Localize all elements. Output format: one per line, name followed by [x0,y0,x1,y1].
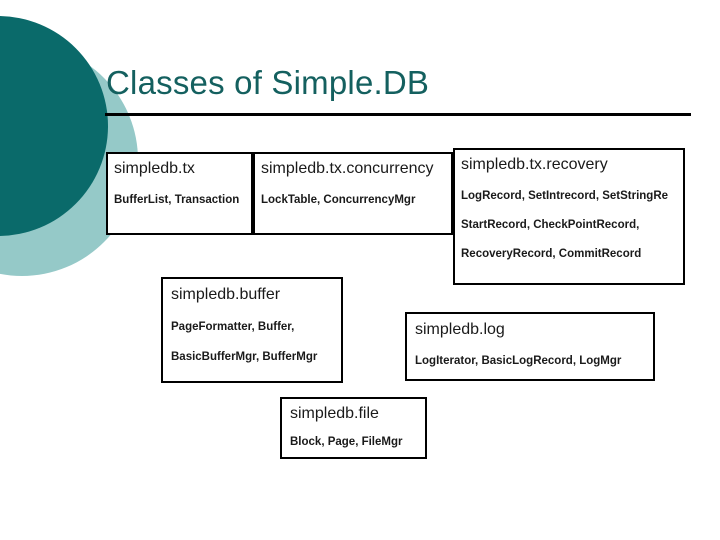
package-name-file: simpledb.file [290,405,379,422]
package-classes-recovery-line-1: StartRecord, CheckPointRecord, [461,219,640,231]
package-box-simpledb-buffer: simpledb.buffer PageFormatter, Buffer, B… [161,277,343,383]
package-name-tx: simpledb.tx [114,160,195,177]
package-name-concurrency: simpledb.tx.concurrency [261,160,434,177]
package-box-simpledb-file: simpledb.file Block, Page, FileMgr [280,397,427,459]
package-box-simpledb-tx-recovery: simpledb.tx.recovery LogRecord, SetIntre… [453,148,685,285]
package-name-buffer: simpledb.buffer [171,286,281,303]
package-box-simpledb-log: simpledb.log LogIterator, BasicLogRecord… [405,312,655,381]
package-name-recovery: simpledb.tx.recovery [461,156,608,173]
package-classes-recovery-line-2: RecoveryRecord, CommitRecord [461,248,642,260]
package-classes-file-line-0: Block, Page, FileMgr [290,436,403,448]
package-classes-tx-line-0: BufferList, Transaction [114,194,240,206]
package-classes-log-line-0: LogIterator, BasicLogRecord, LogMgr [415,355,622,367]
package-classes-buffer-line-0: PageFormatter, Buffer, [171,321,295,333]
title-underline-rule [105,113,691,116]
page-title: Classes of Simple.DB [106,64,430,101]
package-classes-concurrency-line-0: LockTable, ConcurrencyMgr [261,194,416,206]
package-box-simpledb-tx-concurrency: simpledb.tx.concurrency LockTable, Concu… [253,152,453,235]
package-name-log: simpledb.log [415,321,505,338]
package-classes-recovery-line-0: LogRecord, SetIntrecord, SetStringRe [461,190,669,202]
package-classes-buffer-line-1: BasicBufferMgr, BufferMgr [171,351,318,363]
package-box-simpledb-tx: simpledb.tx BufferList, Transaction [106,152,253,235]
